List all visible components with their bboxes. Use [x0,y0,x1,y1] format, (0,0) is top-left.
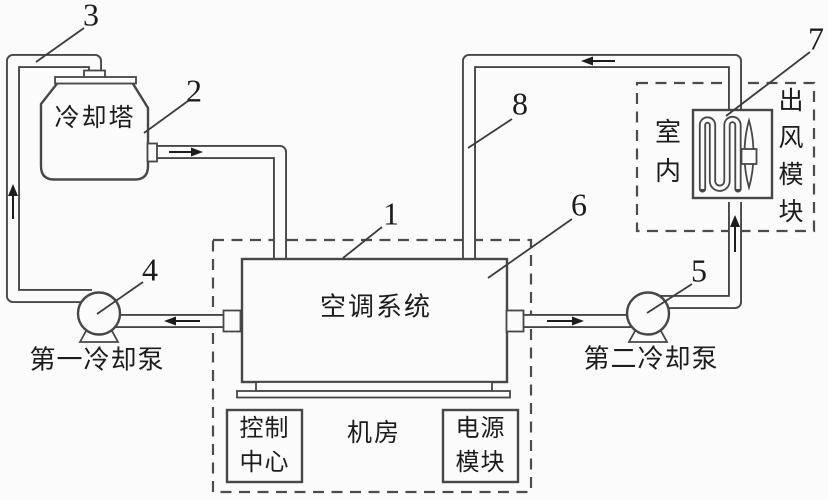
ref-number-2: 2 [186,72,202,109]
pipe-tower-outlet-to-ac [155,145,287,266]
ac-flange-right [505,309,525,333]
cooling-tower-cap [54,76,137,85]
pump2-icon [625,291,671,343]
ref-number-7: 7 [808,20,824,57]
fan-hub-icon [740,148,758,165]
machine-room-dashed-box [211,238,533,494]
pipe-left-riser-loop [6,54,102,303]
pump1-icon [76,291,122,343]
control-center-label: 控制 中心 [239,416,290,476]
ref-number-8: 8 [512,85,528,122]
pump1-label: 第一冷却泵 [29,345,165,375]
machine-room-label: 机房 [346,420,402,447]
ref-number-1: 1 [383,195,399,232]
flow-arrow-left-into-pump1 [164,316,200,326]
leader-line-1 [342,226,383,259]
ac-system-box [240,257,509,384]
leader-line-2 [143,100,189,134]
pump2-label: 第二冷却泵 [583,344,719,374]
leader-line-8 [467,118,513,149]
ref-number-3: 3 [83,0,99,33]
indoor-dashed-box [635,81,816,233]
leader-line-5 [646,283,693,314]
ac-pedestal-upper [255,381,493,392]
leader-line-4 [96,281,144,315]
control-center-box [225,408,304,484]
power-module-label: 电源 模块 [455,416,506,476]
leader-line-3 [35,27,85,63]
pump2-circle [625,291,671,336]
flow-arrow-right-from-tower [169,147,203,157]
ref-number-4: 4 [142,251,158,288]
ac-pedestal-lower [236,390,511,399]
flow-arrow-left-top-loop [581,56,615,66]
leader-line-6 [487,218,573,279]
leader-line-7 [725,51,811,117]
air-outlet-module-label: 出风模块 [775,87,802,235]
flow-arrow-right-into-pump2 [547,316,584,326]
cooling-tower-label: 冷却塔 [54,105,136,132]
ref-number-6: 6 [571,186,587,223]
ac-flange-left [222,309,242,333]
ref-number-5: 5 [691,252,707,289]
air-outlet-unit [691,108,774,200]
cooling-tower-outlet-flange [146,142,158,163]
flow-arrow-up-into-coil [730,215,740,252]
power-module-box [441,408,520,484]
ac-system-label: 空调系统 [319,292,433,322]
indoor-label: 室内 [651,118,681,196]
flow-arrow-up-left-riser [8,184,18,219]
cooling-tower-body [39,81,150,181]
